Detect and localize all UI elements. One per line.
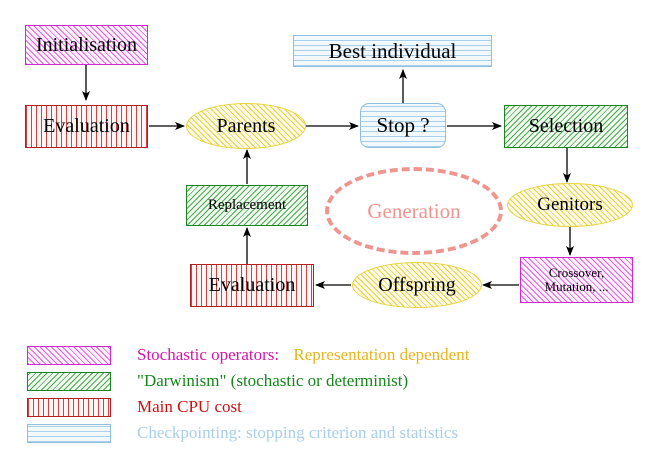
node-offspring[interactable]: Offspring [352,262,482,308]
legend-swatch-magenta [27,345,111,365]
legend-row-checkpointing: Checkpointing: stopping criterion and st… [27,423,458,443]
legend-row-cpu-cost: Main CPU cost [27,397,242,417]
legend-row-darwinism: "Darwinism" (stochastic or determinist) [27,371,408,391]
node-generation-label: Generation [367,198,461,223]
node-generation: Generation [325,167,503,255]
legend-text-stochastic: Stochastic operators: Representation dep… [137,345,469,365]
legend-text-stochastic-primary: Stochastic operators: [137,345,280,364]
node-evaluation-top[interactable]: Evaluation [25,105,148,148]
node-evaluation-bottom[interactable]: Evaluation [190,264,314,307]
node-genitors-label: Genitors [537,194,603,216]
legend-row-stochastic: Stochastic operators: Representation dep… [27,345,469,365]
node-crossover-label-line1: Crossover, [548,265,605,281]
node-parents[interactable]: Parents [186,103,306,149]
node-stop-label: Stop ? [376,113,430,138]
legend-swatch-blue [27,423,111,443]
node-crossover-label-line2: Mutation, ... [544,279,609,294]
legend-swatch-red [27,397,111,417]
node-replacement[interactable]: Replacement [186,185,308,226]
node-selection[interactable]: Selection [504,105,628,148]
legend-text-darwinism: "Darwinism" (stochastic or determinist) [137,371,409,390]
node-initialisation[interactable]: Initialisation [25,25,148,65]
node-evaluation-top-label: Evaluation [43,115,130,137]
node-replacement-label: Replacement [207,196,287,213]
node-parents-label: Parents [216,114,276,137]
node-genitors[interactable]: Genitors [507,183,633,227]
node-stop[interactable]: Stop ? [360,103,446,148]
node-evaluation-bottom-label: Evaluation [208,274,296,296]
node-best-individual-label: Best individual [328,38,457,63]
node-best-individual[interactable]: Best individual [293,35,492,67]
legend-text-stochastic-secondary: Representation dependent [293,345,470,364]
legend-text-cpu-cost: Main CPU cost [137,397,242,416]
node-initialisation-label: Initialisation [35,33,138,56]
node-crossover-mutation[interactable]: Crossover, Mutation, ... [520,257,633,303]
legend-text-checkpointing: Checkpointing: stopping criterion and st… [137,423,459,442]
node-selection-label: Selection [528,115,604,137]
legend-swatch-green [27,371,111,391]
node-offspring-label: Offspring [378,273,456,296]
